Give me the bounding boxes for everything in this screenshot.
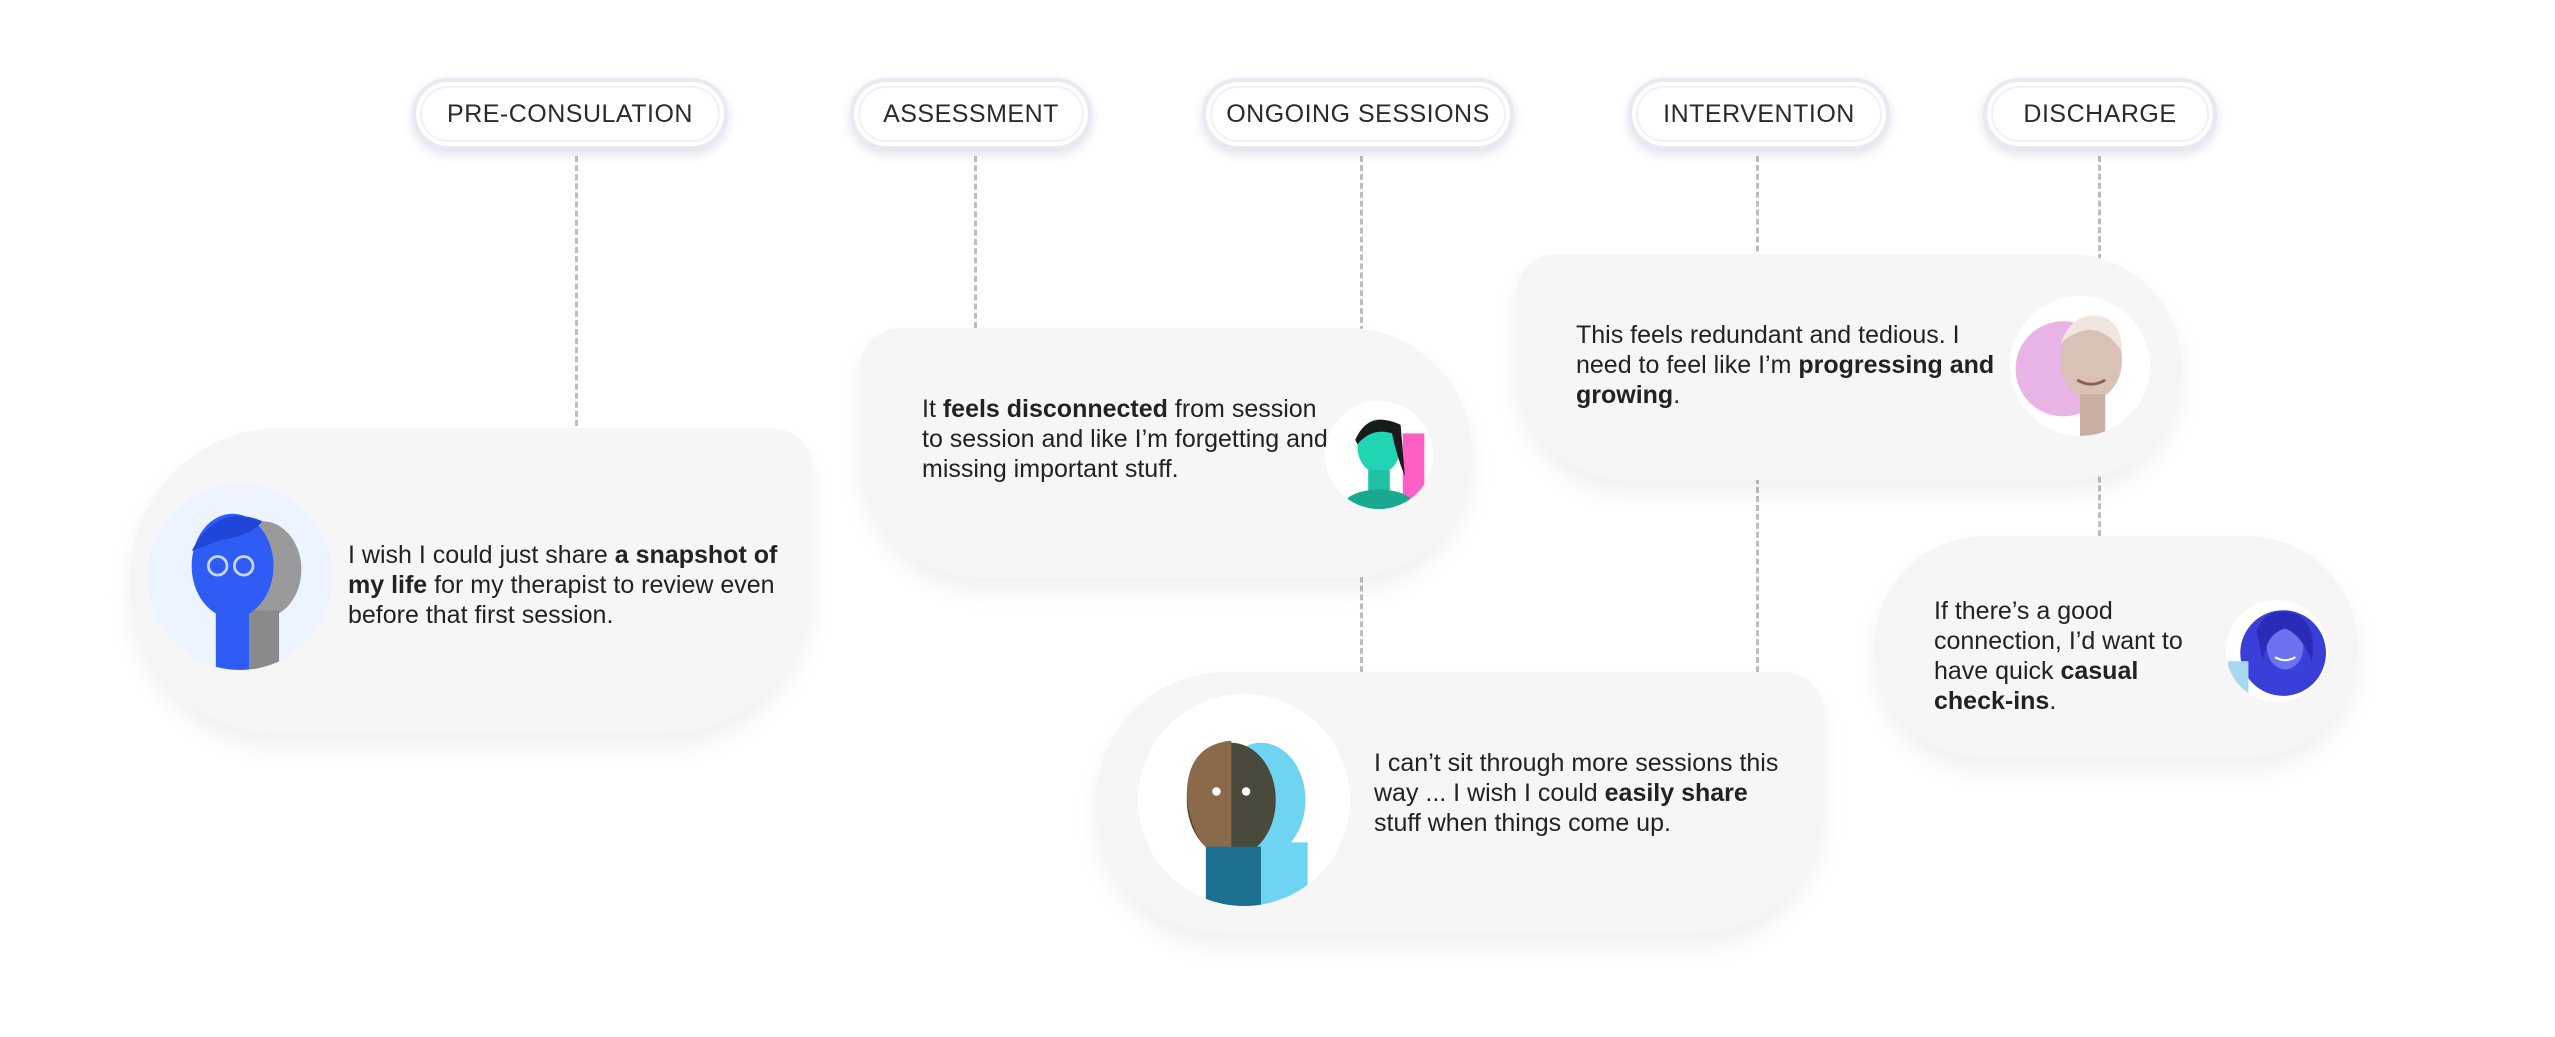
stage-discharge: DISCHARGE xyxy=(1983,78,2217,150)
quote-card-discharge: If there’s a good connection, I’d want t… xyxy=(1874,536,2358,758)
quote-text-part: This feels redundant and tedious. I need… xyxy=(1576,321,1960,379)
quote-emphasis: casual check-ins xyxy=(1934,657,2139,715)
quote-card-assessment: It feels disconnected from session to se… xyxy=(860,328,1472,578)
person-teal-pink-duotone-icon xyxy=(1325,401,1433,509)
stage-ongoing-sessions: ONGOING SESSIONS xyxy=(1202,78,1514,150)
stage-pre-consultation: PRE-CONSULATION xyxy=(412,78,728,150)
quote-emphasis: a snapshot of my life xyxy=(348,541,778,599)
quote-text-part: I can’t sit through more sessions this w… xyxy=(1374,749,1779,807)
quote-text-intervention: This feels redundant and tedious. I need… xyxy=(1576,320,1996,410)
quote-emphasis: easily share xyxy=(1604,779,1748,807)
quote-text-part: If there’s a good connection, I’d want t… xyxy=(1934,597,2183,685)
quote-text-ongoing-sessions: I can’t sit through more sessions this w… xyxy=(1374,748,1794,838)
quote-text-part: from session to session and like I’m for… xyxy=(922,395,1328,483)
quote-text-part: stuff when things come up. xyxy=(1374,809,1671,837)
quote-text-part: for my therapist to review even before t… xyxy=(348,571,775,629)
person-purple-duotone-icon xyxy=(2226,600,2328,702)
quote-card-ongoing-sessions: I can’t sit through more sessions this w… xyxy=(1096,672,1824,934)
person-pink-duotone-icon xyxy=(2010,296,2150,436)
stage-intervention: INTERVENTION xyxy=(1628,78,1890,150)
connector-pre xyxy=(575,156,578,426)
quote-text-assessment: It feels disconnected from session to se… xyxy=(922,394,1342,484)
quote-text-part: . xyxy=(2049,687,2057,715)
quote-text-pre-consultation: I wish I could just share a snapshot of … xyxy=(348,540,808,630)
connector-assessment xyxy=(974,156,977,328)
quote-emphasis: progressing and growing xyxy=(1576,351,1995,409)
quote-text-part: . xyxy=(1673,381,1681,409)
quote-text-part: I wish I could just share xyxy=(348,541,615,569)
stage-assessment: ASSESSMENT xyxy=(850,78,1092,150)
quote-card-pre-consultation: I wish I could just share a snapshot of … xyxy=(130,428,812,734)
person-cyan-duotone-icon xyxy=(1138,694,1350,906)
quote-card-intervention: This feels redundant and tedious. I need… xyxy=(1516,254,2182,480)
quote-text-part: It xyxy=(922,395,943,423)
person-blue-duotone-icon xyxy=(147,484,333,670)
quote-text-discharge: If there’s a good connection, I’d want t… xyxy=(1934,596,2194,716)
quote-emphasis: feels disconnected xyxy=(942,395,1168,423)
